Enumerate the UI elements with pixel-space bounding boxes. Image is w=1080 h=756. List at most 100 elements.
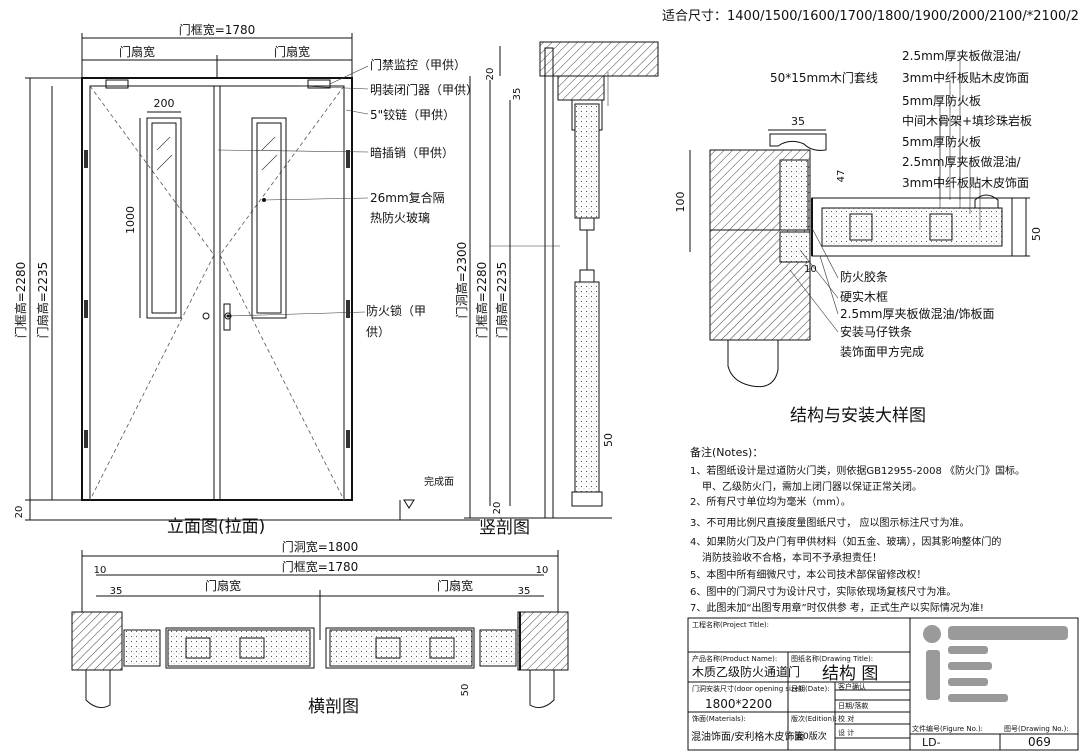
- bottom-plywood: 2.5mm厚夹板做混油/饰板面: [840, 306, 995, 321]
- glass-panel-left-inner: [151, 122, 177, 314]
- vsec-frame-height: 门框高=2280: [474, 262, 489, 339]
- elev-frame-inner: [89, 85, 345, 501]
- bottom-solid-frame: 硬实木框: [840, 289, 888, 304]
- elev-finish-label: 完成面: [424, 475, 454, 488]
- vsec-dim-35: 35: [512, 88, 523, 101]
- callout-lock-2: 供）: [366, 325, 390, 339]
- tb-product-label: 产品名称(Product Name):: [692, 654, 777, 663]
- elev-frame-width: 门框宽=1780: [179, 22, 256, 37]
- detail-dim-35: 35: [791, 115, 805, 128]
- tb-drawing-no-label: 图号(Drawing No.):: [1004, 725, 1069, 733]
- sizes-header: 适合尺寸：1400/1500/1600/1700/1800/1900/2000/…: [662, 9, 1080, 24]
- hsec-dim-50: 50: [460, 684, 471, 697]
- hsec-dim-10: 10: [94, 565, 107, 576]
- note-4b: 消防技验收不合格，本司不予承担责任！: [702, 551, 882, 564]
- vsection-title: 竖剖图: [479, 518, 530, 538]
- detail-dim-10: 10: [804, 264, 817, 275]
- hsec-leaf-left: 门扇宽: [205, 578, 241, 593]
- hsec-dim-35-right: 35: [518, 586, 531, 597]
- glass-panel-right-inner: [256, 122, 282, 314]
- callout-lock-1: 防火锁（甲: [366, 303, 426, 318]
- tb-product-value: 木质乙级防火通道门: [692, 664, 800, 679]
- tb-design: 设 计: [838, 728, 854, 737]
- hsec-dim-10-right: 10: [536, 565, 549, 576]
- bottom-finish: 装饰面甲方完成: [840, 344, 924, 359]
- vertical-section: 20 35 门洞高=2300 门框高=2280 门扇高=2235 20 50 竖…: [454, 41, 659, 538]
- note-1b: 甲、乙级防火门，需加上闭门器以保证正常关闭。: [702, 480, 922, 493]
- hsec-leaf-right-core: [329, 629, 473, 667]
- blurred-company-logo: [923, 625, 1068, 702]
- install-detail: 50*15mm木门套线 35 100 50 47 10 2.5mm厚夹板做混油/…: [674, 48, 1043, 426]
- bottom-iron-strip: 安装马仔铁条: [840, 324, 912, 339]
- note-1: 1、若图纸设计是过道防火门类，则依据GB12955-2008 《防火门》国标。: [690, 464, 1025, 477]
- callout-flush-bolt: 暗插销（甲供）: [370, 145, 454, 160]
- tb-figure-label: 文件编号(Figure No.):: [912, 724, 983, 733]
- hsec-hole-width: 门洞宽=1800: [282, 539, 359, 554]
- layer-2: 3mm中纤板贴木皮饰面: [902, 70, 1029, 85]
- hsec-frame-width: 门框宽=1780: [282, 559, 359, 574]
- tb-drawing-no-value: 069: [1028, 735, 1051, 749]
- detail-trim-label: 50*15mm木门套线: [770, 70, 878, 85]
- layer-6: 2.5mm厚夹板做混油/: [902, 154, 1021, 169]
- hsec-leaf-right: 门扇宽: [437, 578, 473, 593]
- vsec-dim-20-top: 20: [485, 68, 496, 81]
- tb-date-label: 日期(Date):: [791, 685, 830, 693]
- tb-size-label: 门洞安装尺寸(door opening size):: [692, 684, 804, 693]
- tb-client-confirm: 客户确认: [838, 682, 866, 691]
- hsection-title: 横剖图: [308, 697, 359, 717]
- title-block: 工程名称(Project Title): 产品名称(Product Name):…: [687, 617, 1079, 751]
- door-closer-left: [105, 79, 129, 89]
- tb-size-value: 1800*2200: [705, 697, 772, 711]
- note-7: 7、此图未加“出图专用章”时仅供参 考，正式生产以实际情况为准!: [690, 601, 984, 614]
- detail-dim-47: 47: [836, 170, 847, 183]
- note-2: 2、所有尺寸单位均为毫米（mm）。: [690, 495, 851, 508]
- glass-panel-right: [251, 117, 287, 319]
- tb-drawing-value: 结构 图: [822, 664, 878, 684]
- layer-5: 5mm厚防火板: [902, 134, 981, 149]
- tb-version-label: 版次(Edition):: [791, 714, 837, 723]
- detail-dim-100: 100: [674, 192, 687, 213]
- layer-3: 5mm厚防火板: [902, 93, 981, 108]
- vsec-hole-height: 门洞高=2300: [454, 242, 469, 319]
- vsec-dim-50: 50: [602, 433, 615, 447]
- hsec-wall-right: [517, 611, 569, 671]
- elev-frame: [81, 77, 353, 501]
- elev-leaf-height: 门扇高=2235: [35, 262, 50, 339]
- notes-block: 备注(Notes)： 1、若图纸设计是过道防火门类，则依据GB12955-200…: [690, 445, 1025, 614]
- horizontal-section: 门洞宽=1800 门框宽=1780 10 10 35 35 门扇宽 门扇宽 50…: [71, 539, 569, 717]
- layer-7: 3mm中纤板贴木皮饰面: [902, 175, 1029, 190]
- tb-project-label: 工程名称(Project Title):: [692, 620, 769, 629]
- glass-panel-left: [146, 117, 182, 319]
- elev-frame-height: 门框高=2280: [13, 262, 28, 339]
- elev-dim-20: 20: [14, 506, 25, 519]
- note-4: 4、如果防火门及户门有甲供材料（如五金、玻璃），因其影响整体门的: [690, 535, 1001, 548]
- note-5: 5、本图中所有细微尺寸，本公司技术部保留修改权！: [690, 568, 926, 581]
- callout-access-monitor: 门禁监控（甲供）: [370, 57, 466, 72]
- layer-4: 中间木骨架+填珍珠岩板: [902, 113, 1032, 128]
- vsec-dim-20-bot: 20: [492, 502, 503, 515]
- callout-glass-1: 26mm复合隔: [370, 190, 445, 205]
- lock-handle-left: [202, 312, 210, 320]
- note-3: 3、不可用比例尺直接度量图纸尺寸， 应以图示标注尺寸为准。: [690, 516, 970, 529]
- tb-material-value: 混油饰面/安利格木皮饰面: [691, 730, 804, 743]
- detail-title: 结构与安装大样图: [790, 406, 926, 426]
- elev-dim-200: 200: [154, 97, 175, 110]
- callout-door-closer: 明装闭门器（甲供）: [370, 82, 478, 97]
- tb-figure-value: LD-: [922, 736, 941, 749]
- tb-check: 校 对: [838, 714, 854, 723]
- tb-material-label: 饰面(Materials):: [692, 714, 746, 723]
- tb-drawing-label: 图纸名称(Drawing Title):: [791, 654, 873, 663]
- layer-1: 2.5mm厚夹板做混油/: [902, 48, 1021, 63]
- note-6: 6、图中的门洞尺寸为设计尺寸，实际依现场复核尺寸为准。: [690, 585, 956, 598]
- tb-version-value: 第0版次: [794, 730, 827, 742]
- elev-dim-1000: 1000: [124, 206, 137, 234]
- elevation-view: 门框宽=1780 门扇宽 门扇宽 200 1000: [13, 22, 480, 537]
- elevation-title: 立面图(拉面): [167, 517, 265, 537]
- detail-dim-50: 50: [1030, 227, 1043, 241]
- callout-hinge: 5"铰链（甲供）: [370, 107, 455, 122]
- tb-client-date: 日期/落款: [838, 701, 868, 710]
- vsec-leaf-height: 门扇高=2235: [494, 262, 509, 339]
- hsec-dim-35: 35: [110, 586, 123, 597]
